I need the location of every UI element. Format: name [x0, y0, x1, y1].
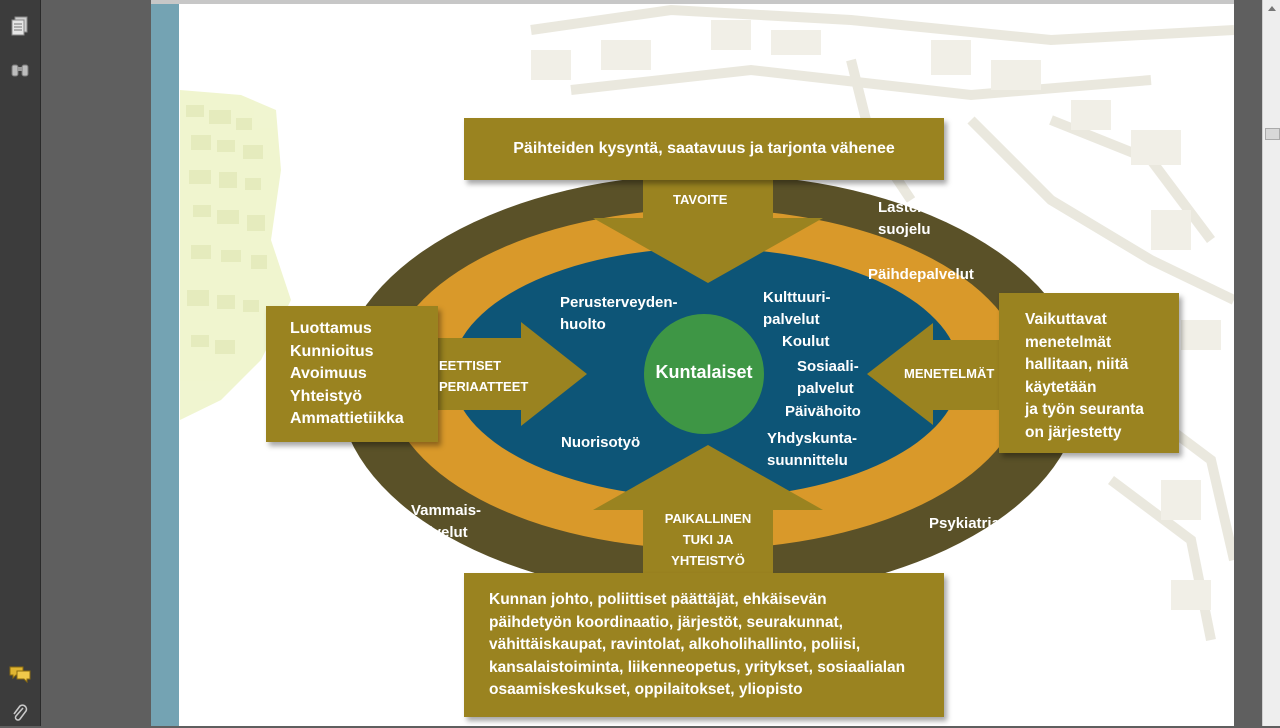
label-lastensuojelu: Lasten- suojelu — [878, 199, 932, 238]
document-viewer: Päihteiden kysyntä, saatavuus ja tarjont… — [41, 0, 1262, 726]
right-arrow — [867, 323, 1001, 425]
ethics-item: Kunnioitus — [290, 342, 374, 360]
label-kulttuuripalvelut: Kulttuuri- palvelut — [763, 289, 831, 328]
vertical-scrollbar[interactable] — [1262, 0, 1280, 726]
ethics-item: Avoimuus — [290, 365, 367, 382]
goal-arrow-label: TAVOITE — [673, 192, 728, 207]
label-koulut: Koulut — [782, 333, 830, 350]
support-box: Kunnan johto, poliittiset päättäjät, ehk… — [464, 573, 944, 717]
goal-box: Päihteiden kysyntä, saatavuus ja tarjont… — [464, 118, 944, 180]
bottom-arrow — [593, 445, 823, 575]
ethics-item: Yhteistyö — [290, 387, 363, 405]
label-paivahoito: Päivähoito — [785, 403, 861, 420]
support-arrow-label: PAIKALLINEN TUKI JA YHTEISTYÖ — [664, 511, 752, 568]
label-vammaispalvelut: Vammais- palvelut — [411, 502, 482, 541]
binoculars-icon[interactable] — [6, 56, 34, 84]
pdf-page: Päihteiden kysyntä, saatavuus ja tarjont… — [151, 0, 1234, 726]
pages-icon[interactable] — [6, 12, 34, 40]
diagram-graphic — [338, 174, 1082, 598]
ethics-item: Ammattietiikka — [290, 410, 404, 427]
label-psykiatria: Psykiatria — [929, 515, 1000, 532]
comments-icon[interactable] — [6, 660, 34, 688]
page-side-stripe — [151, 0, 179, 726]
attachment-icon[interactable] — [6, 700, 34, 728]
ethics-box: Luottamus Kunnioitus Avoimuus Yhteistyö … — [266, 306, 438, 442]
goal-text: Päihteiden kysyntä, saatavuus ja tarjont… — [513, 140, 895, 157]
ethics-arrow-label: EETTISET PERIAATTEET — [439, 358, 529, 394]
label-perusterveydenhuolto: Perusterveyden- huolto — [560, 294, 678, 333]
scrollbar-thumb[interactable] — [1265, 128, 1280, 140]
scroll-up-arrow-icon[interactable] — [1263, 0, 1280, 16]
label-paihdepalvelut: Päihdepalvelut — [868, 266, 974, 283]
label-yhdyskuntasuunnittelu: Yhdyskunta- suunnittelu — [767, 430, 858, 469]
methods-box: Vaikuttavat menetelmät hallitaan, niitä … — [999, 293, 1179, 453]
top-arrow — [593, 178, 823, 283]
center-label: Kuntalaiset — [655, 362, 753, 382]
ethics-item: Luottamus — [290, 320, 372, 337]
navigation-rail — [0, 0, 41, 726]
label-sosiaalipalvelut: Sosiaali- palvelut — [797, 358, 859, 397]
background-map — [180, 4, 1234, 641]
methods-arrow-label: MENETELMÄT — [904, 366, 995, 381]
label-nuorisotyo: Nuorisotyö — [561, 434, 641, 451]
center-circle — [644, 314, 764, 434]
